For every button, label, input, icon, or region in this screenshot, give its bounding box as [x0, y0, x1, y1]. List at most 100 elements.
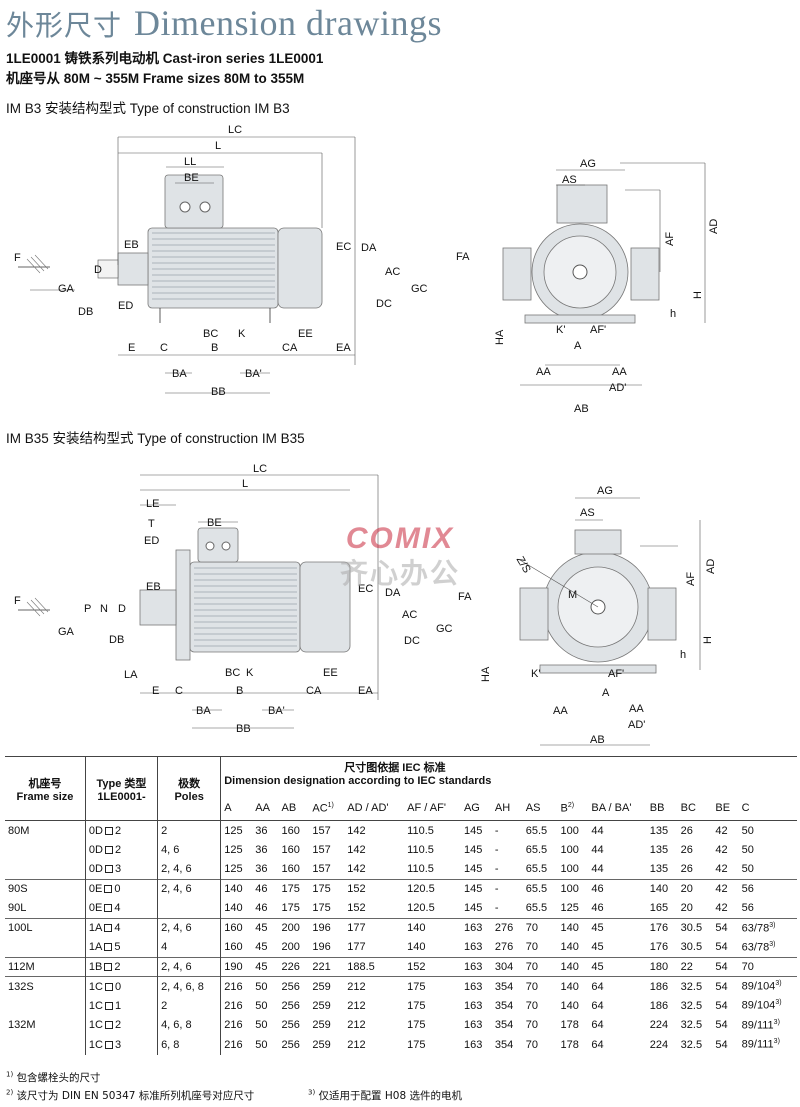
header-type: Type 类型 1LE0001- [85, 756, 159, 821]
checkbox-glyph [104, 1001, 113, 1010]
table-cell: 65.5 [522, 878, 558, 899]
b3-label-LL: LL [184, 156, 196, 168]
table-cell: 152 [344, 878, 405, 899]
table-cell: 46 [255, 902, 268, 914]
table-cell: 145 [463, 824, 483, 837]
table-cell: 196 [309, 917, 345, 938]
table-cell: 70 [525, 1019, 538, 1032]
table-cell: 100L [5, 917, 86, 938]
b35-label-H: H [702, 636, 714, 644]
table-cell: 63/783) [738, 917, 797, 938]
table-cell: 190 [220, 956, 253, 977]
table-cell: 45 [252, 956, 279, 977]
table-cell: 32.5 [680, 1019, 703, 1032]
table-cell: 70 [738, 956, 797, 977]
table-cell: 90S [5, 878, 86, 899]
b3-label-EA: EA [336, 342, 351, 354]
table-cell: 132S [5, 976, 86, 996]
table-cell: 54 [715, 999, 728, 1012]
table-cell: 212 [347, 1038, 366, 1051]
table-cell: 89/1113) [741, 1018, 780, 1032]
watermark-cn: 齐心办公 [339, 557, 460, 590]
table-cell: 65.5 [525, 824, 548, 837]
table-cell: 175 [407, 999, 426, 1012]
table-cell: 140 [407, 941, 426, 953]
b3-label-D: D [94, 264, 102, 276]
table-cell: 224 [649, 1038, 669, 1051]
table-cell: 36 [255, 824, 268, 837]
table-cell: 46 [588, 878, 647, 899]
table-cell: 54 [715, 1019, 728, 1032]
b35-label-LC: LC [253, 463, 267, 475]
table-cell: 110.5 [407, 843, 434, 856]
b35-label-ZS: Z/S [514, 554, 533, 575]
table-cell: 100 [560, 843, 579, 856]
b3-label-BAp: BA' [245, 368, 262, 380]
table-cell: 196 [312, 941, 331, 953]
footnote-2-mark: 2) [6, 1088, 14, 1097]
b3-end-view: AG AS AF AD H h HA K' AF' A AA AA AD' AB [494, 158, 720, 415]
table-cell: 178 [560, 1019, 579, 1032]
header-dim-title-en: Dimension designation according to IEC s… [224, 775, 492, 787]
table-cell: 140 [557, 917, 589, 938]
checkbox-glyph [104, 962, 113, 971]
dim-col-header: AA [255, 802, 270, 815]
table-cell: 2, 4, 6 [157, 878, 222, 899]
table-cell: 120.5 [407, 902, 435, 914]
footnote-3: 3) 仅适用于配置 H08 选件的电机 [308, 1088, 462, 1103]
dim-col-header: B2) [560, 801, 575, 815]
table-cell: 44 [591, 824, 604, 837]
header-poles-cn: 极数 [178, 777, 201, 790]
table-cell: 70 [525, 1038, 538, 1051]
table-cell: 45 [591, 941, 604, 953]
header-frame-en: Frame size [16, 790, 74, 803]
table-cell [5, 840, 86, 860]
dim-col-header: BA / BA' [591, 802, 632, 815]
table-cell: 163 [463, 999, 483, 1012]
table-cell: 175 [407, 1019, 426, 1032]
table-cell: 89/1043) [741, 999, 782, 1013]
b35-label-AD: AD [705, 559, 717, 574]
table-cell: 177 [347, 941, 366, 953]
table-cell: 70 [522, 956, 558, 977]
header-dim-title-cn: 尺寸图依据 IEC 标准 [344, 762, 446, 774]
b35-label-BB: BB [236, 723, 251, 735]
b3-label-H: H [692, 291, 704, 299]
header-type-code: 1LE0001- [97, 790, 146, 803]
table-cell: 90L [5, 898, 86, 918]
title-cn: 外形尺寸 [6, 9, 123, 42]
b35-label-BE: BE [207, 517, 222, 529]
b35-label-P: P [84, 603, 91, 615]
table-cell: 30.5 [680, 941, 703, 953]
b3-label-K: K [238, 328, 246, 340]
b3-drawing: LC L LL BE EB D F GA DB ED E C BC B K EE… [14, 124, 720, 415]
header-poles: 极数 Poles [157, 756, 222, 821]
table-cell: 157 [312, 863, 331, 875]
table-cell: 132M [5, 1015, 86, 1035]
table-cell: 20 [680, 902, 693, 914]
table-cell: 160 [220, 917, 253, 938]
table-cell: 259 [312, 1038, 331, 1051]
b3-label-ED: ED [118, 300, 133, 312]
b35-label-ED: ED [144, 535, 159, 547]
page-title: 外形尺寸 Dimension drawings [6, 2, 442, 43]
table-cell: 178 [560, 1038, 579, 1051]
b35-label-A: A [602, 687, 610, 699]
table-cell: 2 [157, 996, 222, 1016]
table-cell: 175 [281, 902, 300, 914]
table-cell: 89/1113) [741, 1038, 780, 1052]
table-cell: 212 [344, 976, 405, 996]
header-type-cn: Type 类型 [96, 777, 147, 790]
table-cell: - [494, 824, 499, 837]
table-cell: 160 [281, 843, 300, 856]
table-cell: 54 [712, 976, 739, 996]
table-cell [157, 898, 222, 918]
dim-col-header: BE [715, 802, 731, 815]
